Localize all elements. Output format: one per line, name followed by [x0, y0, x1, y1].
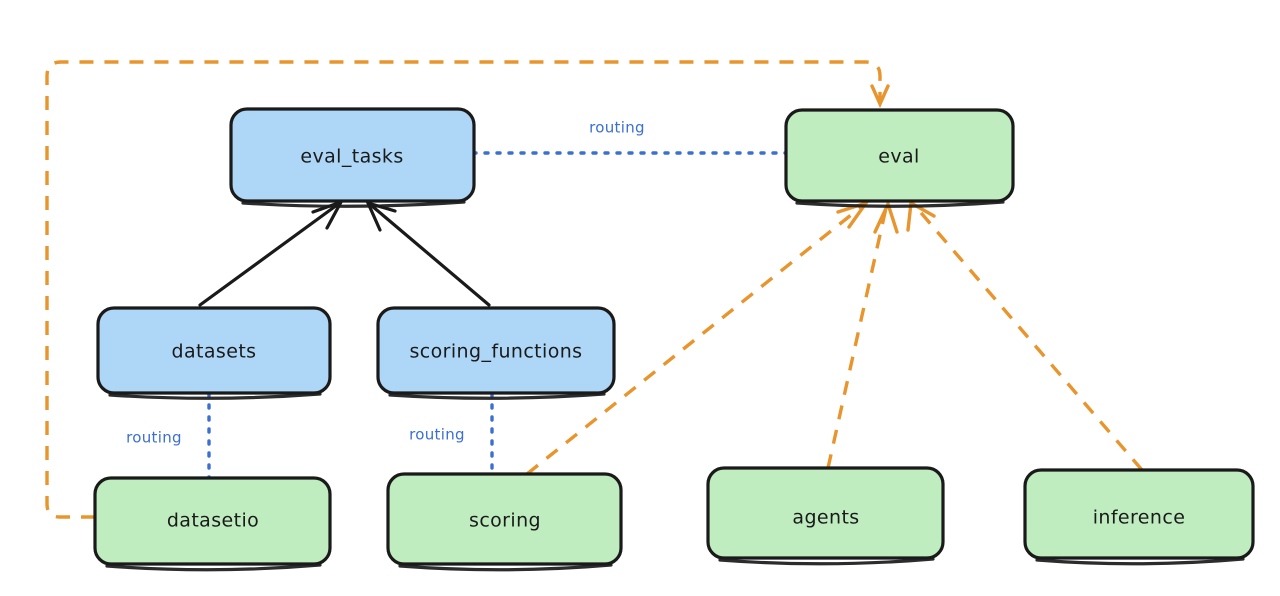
node-agents-rect[interactable]	[706, 466, 945, 560]
node-agents-sketch-shadow	[718, 557, 935, 566]
node-scoring_functions-sketch-shadow	[388, 392, 606, 400]
node-datasets-label: datasets	[172, 341, 257, 363]
node-eval_tasks[interactable]: eval_tasks	[229, 107, 476, 208]
node-scoring_functions-rect[interactable]	[376, 306, 616, 395]
edge-scoring_functions-to-eval_tasks	[365, 200, 491, 307]
edge-datasetio-to-eval	[45, 60, 890, 519]
node-datasetio[interactable]: datasetio	[93, 476, 332, 572]
node-datasetio-sketch-shadow	[105, 563, 322, 572]
edge-agents-to-eval	[826, 199, 899, 469]
edge-scoring_functions-to-eval_tasks-arrowhead	[365, 200, 397, 232]
edge-inference-to-eval-arrowhead	[906, 200, 936, 232]
node-datasets-rect[interactable]	[96, 306, 332, 395]
edge-scoring-to-eval	[525, 199, 871, 476]
node-agents-label: agents	[792, 507, 859, 529]
node-inference-label: inference	[1093, 507, 1186, 529]
edge-label-routing-eval_tasks-eval: routing	[589, 119, 645, 137]
node-datasetio-rect[interactable]	[93, 476, 332, 566]
node-inference-sketch-shadow	[1035, 557, 1245, 566]
node-inference[interactable]: inference	[1023, 468, 1255, 566]
node-scoring[interactable]: scoring	[386, 472, 623, 572]
edge-inference-to-eval-path	[914, 205, 1144, 472]
node-datasets-sketch-shadow	[108, 392, 322, 400]
edge-inference-to-eval	[906, 200, 1144, 472]
edge-datasets-to-eval_tasks	[198, 199, 345, 307]
edge-agents-to-eval-path	[826, 207, 888, 469]
edge-agents-to-eval-arrowhead	[873, 199, 899, 234]
node-datasets[interactable]: datasets	[96, 306, 332, 400]
node-inference-rect[interactable]	[1023, 468, 1255, 560]
node-eval-sketch-shadow	[795, 200, 1005, 208]
node-eval-rect[interactable]	[784, 108, 1015, 203]
edge-datasets-to-eval_tasks-path	[198, 203, 339, 307]
node-agents[interactable]: agents	[706, 466, 945, 566]
edge-label-routing-scoring_functions-scoring: routing	[409, 426, 465, 444]
node-scoring_functions-label: scoring_functions	[410, 341, 583, 363]
edge-scoring-to-eval-arrowhead	[836, 199, 871, 229]
node-scoring-rect[interactable]	[386, 472, 623, 566]
node-eval_tasks-sketch-shadow	[241, 200, 466, 208]
node-eval-label: eval	[878, 146, 919, 168]
node-scoring-label: scoring	[469, 510, 541, 532]
node-eval_tasks-label: eval_tasks	[300, 146, 403, 168]
edge-scoring-to-eval-path	[525, 205, 863, 476]
edge-label-routing-datasets-datasetio: routing	[126, 429, 182, 447]
node-datasetio-label: datasetio	[167, 510, 259, 532]
node-eval[interactable]: eval	[784, 108, 1015, 208]
edge-datasetio-to-eval-arrowhead	[870, 84, 890, 109]
edge-scoring_functions-to-eval_tasks-path	[370, 204, 491, 307]
node-scoring_functions[interactable]: scoring_functions	[376, 306, 616, 400]
node-scoring-sketch-shadow	[398, 563, 613, 572]
node-eval_tasks-rect[interactable]	[229, 107, 476, 203]
